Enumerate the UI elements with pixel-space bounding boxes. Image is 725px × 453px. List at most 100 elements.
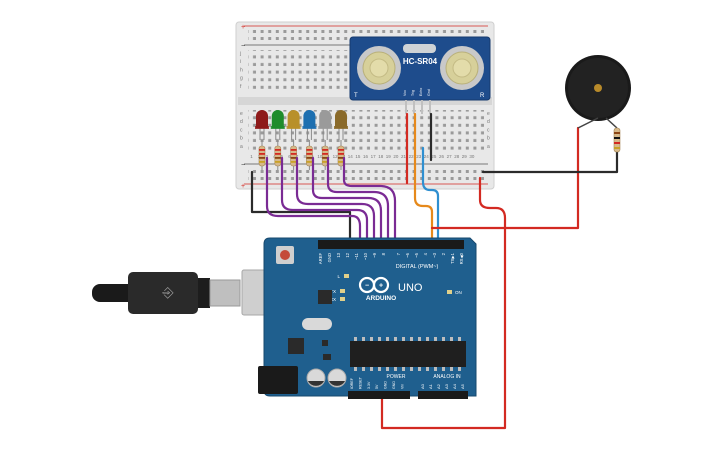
voltage-regulator [288, 338, 304, 354]
rail-plus-label-bottom: + [241, 183, 245, 190]
sensor-corner-t: T [354, 93, 358, 99]
digital-pin-2: 13 [336, 252, 341, 257]
power-pin-6: Vin [400, 384, 404, 389]
power-pin-0: IOREF [350, 377, 354, 389]
digital-pin-5: ~10 [363, 252, 368, 260]
sensor-corner-r: R [480, 93, 485, 99]
column-number-21: 21 [401, 154, 407, 159]
lower-terminal-block[interactable] [248, 110, 484, 152]
row-letter-d: d [240, 119, 243, 125]
sensor-pin-vcc[interactable] [405, 100, 407, 114]
sensor-pin-trig[interactable] [413, 100, 415, 114]
led-2[interactable] [270, 110, 285, 140]
wire-ground-left[interactable] [250, 170, 352, 246]
wire-buzzer-ground[interactable] [481, 150, 619, 174]
digital-header[interactable] [318, 240, 464, 249]
column-number-16: 16 [363, 154, 369, 159]
rail-plus-label: + [241, 24, 245, 31]
power-header[interactable] [348, 391, 410, 399]
analog-pin-a0: A0 [420, 383, 425, 389]
status-led-1 [340, 289, 345, 293]
sensor-pin-gnd[interactable] [429, 100, 431, 114]
wire-5v-loop[interactable] [380, 176, 507, 430]
wire-sensor-echo[interactable] [421, 146, 440, 246]
led-resistor-2[interactable] [274, 140, 282, 170]
usb-cable[interactable]: ⎆ [92, 269, 299, 316]
sensor-pin-label-trig: Trig [411, 90, 415, 96]
buzzer-center [594, 84, 602, 92]
column-number-22: 22 [409, 154, 415, 159]
led-3[interactable] [286, 110, 301, 140]
buzzer-resistor[interactable] [613, 127, 621, 153]
wire-led-5[interactable] [326, 156, 390, 246]
row-letter-e-right: e [487, 111, 490, 117]
column-number-28: 28 [454, 154, 460, 159]
analog-header[interactable] [418, 391, 468, 399]
on-led [447, 290, 452, 294]
digital-pin-1: GND [327, 253, 332, 262]
digital-pin-0: AREF [318, 253, 323, 265]
sensor-pin-label-vcc: Vcc [403, 90, 407, 96]
wire-led-3[interactable] [295, 156, 376, 246]
power-pin-3: 5V [375, 384, 379, 389]
column-number-6: 6 [288, 154, 291, 159]
column-number-30: 30 [469, 154, 475, 159]
column-number-29: 29 [462, 154, 468, 159]
led-4[interactable] [302, 110, 317, 140]
column-number-3: 3 [265, 154, 268, 159]
analog-label: ANALOG IN [433, 374, 461, 380]
row-letter-f: f [240, 84, 242, 90]
column-number-15: 15 [355, 154, 361, 159]
row-letter-h: h [240, 67, 243, 73]
led-1[interactable] [255, 110, 269, 140]
power-pin-1: RESET [358, 376, 362, 389]
digital-pin-3: 12 [345, 252, 350, 257]
column-number-1: 1 [250, 154, 253, 159]
led-resistor-4[interactable] [306, 140, 313, 170]
bottom-power-rail[interactable] [248, 167, 484, 181]
led-resistor-1[interactable] [258, 140, 266, 170]
digital-pin-11: 4 [423, 252, 428, 255]
row-letter-c: c [240, 127, 243, 133]
led-resistor-6[interactable] [337, 140, 345, 170]
power-jack[interactable] [258, 366, 298, 394]
wire-led-2[interactable] [280, 156, 369, 246]
wire-led-1[interactable] [265, 156, 362, 246]
digital-pin-13: 2 [441, 252, 446, 255]
analog-pin-a5: A5 [460, 383, 465, 389]
column-number-20: 20 [393, 154, 399, 159]
piezo-buzzer[interactable] [565, 55, 631, 153]
column-number-23: 23 [416, 154, 422, 159]
column-number-8: 8 [303, 154, 306, 159]
row-letter-i: i [240, 59, 241, 65]
row-letter-a: a [240, 144, 243, 150]
column-number-25: 25 [431, 154, 437, 159]
led-5[interactable] [318, 110, 333, 140]
arduino-logo: − + [358, 276, 390, 294]
led-resistor-5[interactable] [321, 140, 329, 170]
wire-buzzer-positive[interactable] [430, 126, 580, 230]
column-number-24: 24 [424, 154, 430, 159]
column-number-27: 27 [447, 154, 453, 159]
wire-led-6[interactable] [342, 156, 397, 246]
column-number-18: 18 [378, 154, 384, 159]
rail-minus-label-bottom: − [241, 162, 245, 169]
digital-pin-7: 8 [381, 252, 386, 255]
row-letter-g: g [240, 76, 243, 82]
wire-sensor-trig[interactable] [413, 112, 434, 246]
digital-pin-15: RX◀0 [459, 252, 464, 264]
reset-button-cap[interactable] [280, 250, 290, 260]
led-6[interactable] [334, 110, 348, 140]
sensor-pin-echo[interactable] [421, 100, 423, 114]
wire-led-4[interactable] [311, 156, 383, 246]
led-resistor-3[interactable] [290, 140, 297, 170]
digital-pin-6: ~9 [372, 252, 377, 257]
column-number-19: 19 [386, 154, 392, 159]
sensor-pin-label-gnd: Gnd [427, 89, 431, 96]
wires [250, 112, 619, 430]
row-letter-a-right: a [487, 144, 490, 150]
power-pin-5: GND [392, 381, 396, 389]
